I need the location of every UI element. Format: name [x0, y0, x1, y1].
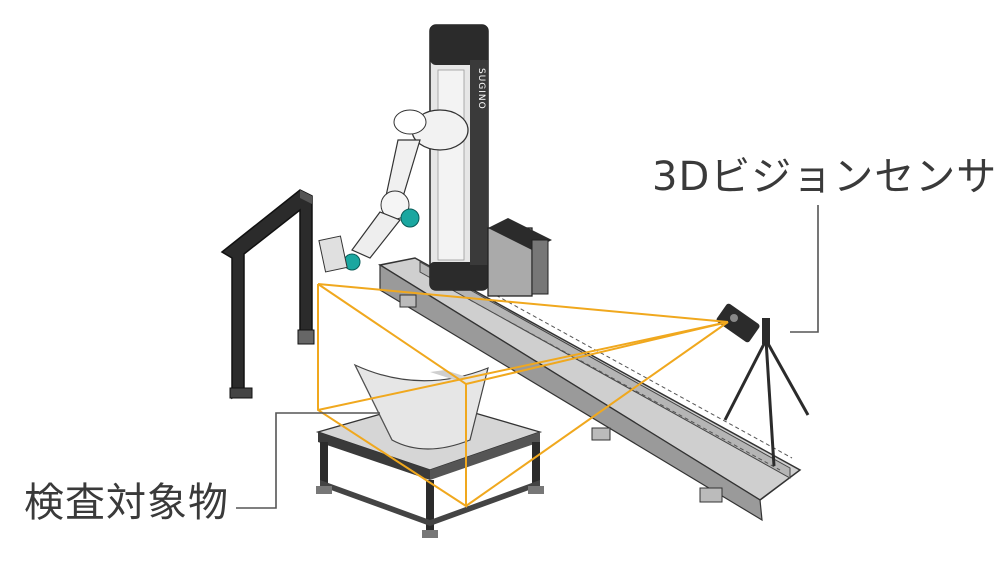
3d-vision-sensor: [716, 303, 760, 343]
sensor-leader-line: [790, 205, 819, 333]
sensor-label: 3Dビジョンセンサ: [652, 154, 998, 200]
object-leader-line: [236, 412, 380, 509]
gantry-arch-frame: [220, 189, 315, 400]
column-brand-logo: SUGINO: [476, 68, 486, 110]
inspection-object: [353, 363, 489, 450]
linear-rail-base: [377, 257, 802, 522]
sensor-field-of-view: [317, 283, 729, 508]
leader-lines: [236, 205, 819, 509]
column-carriage: [487, 218, 552, 297]
vertical-column: SUGINO: [429, 24, 489, 291]
tripod: [723, 318, 810, 467]
robot-arm: [318, 109, 469, 273]
object-label: 検査対象物: [24, 480, 229, 526]
